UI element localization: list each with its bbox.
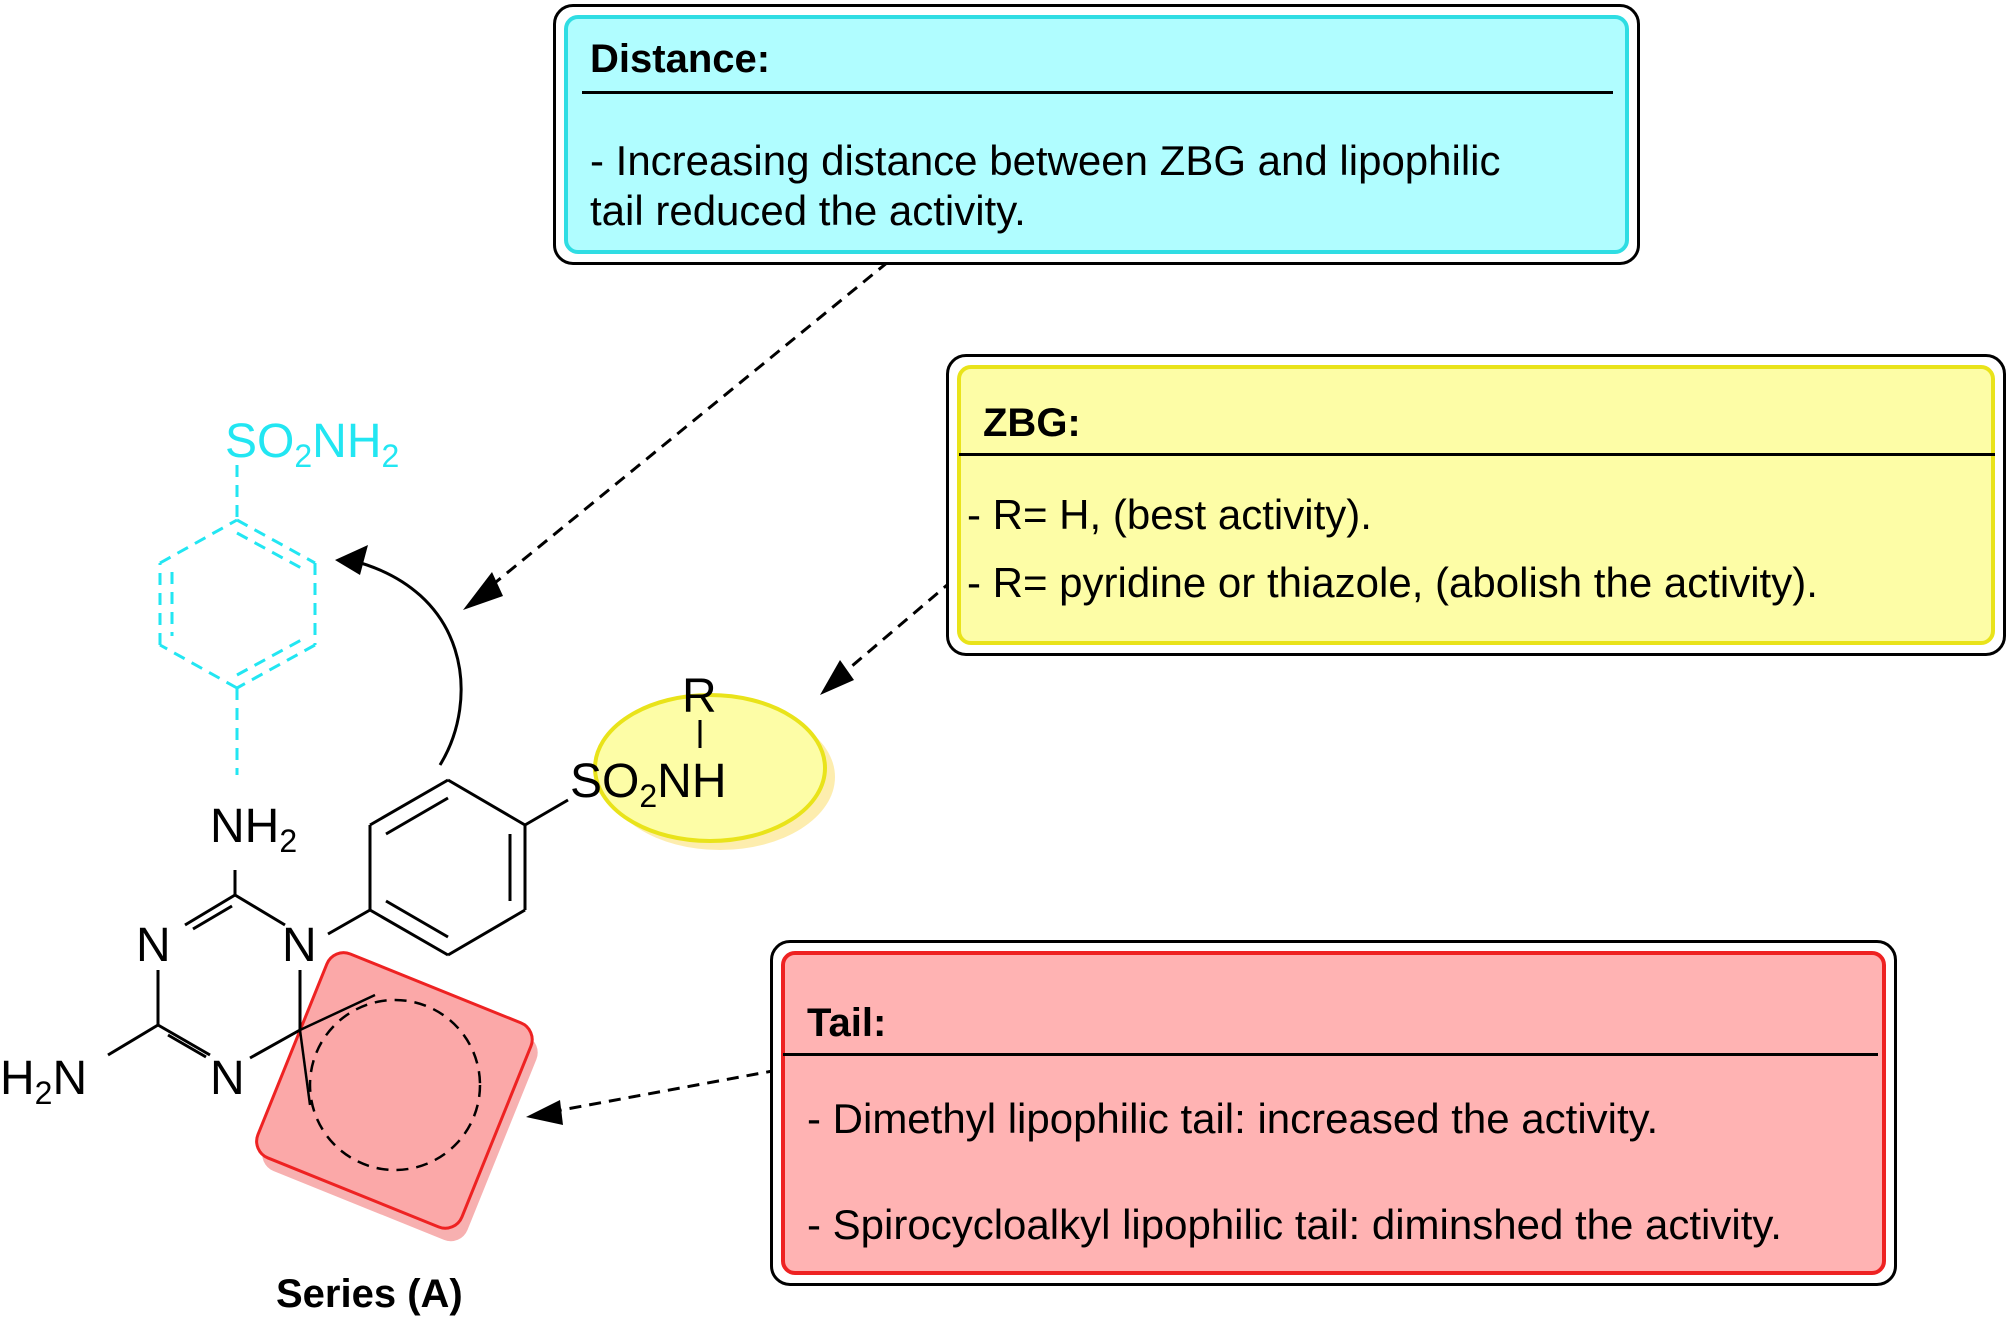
- zbg-box-panel: [957, 365, 1995, 645]
- zbg-line-2: - R= pyridine or thiazole, (abolish the …: [967, 559, 1818, 606]
- tail-box-panel: [781, 951, 1886, 1275]
- triazine-n-left: N: [136, 919, 171, 972]
- zbg-sulfonamide-label: SO2NH: [570, 755, 727, 814]
- distance-arrowhead: [463, 572, 503, 610]
- triazine-n-bottom: N: [210, 1052, 245, 1105]
- amine-top-label: NH2: [210, 800, 298, 859]
- distance-divider: [582, 91, 1613, 94]
- distance-line-1: - Increasing distance between ZBG and li…: [590, 137, 1501, 184]
- spiro-ring: [308, 998, 482, 1172]
- cyan-benzene: [158, 465, 317, 775]
- triazine-n-right: N: [282, 919, 317, 972]
- series-label: Series (A): [276, 1272, 463, 1316]
- zbg-title: ZBG:: [983, 401, 1081, 445]
- zbg-divider: [959, 453, 1995, 456]
- curved-arrow: [349, 558, 463, 766]
- curved-arrowhead: [335, 545, 368, 575]
- tail-arrowhead: [526, 1100, 563, 1125]
- triazine-ring: [107, 870, 302, 1060]
- spiro-bonds: [298, 993, 376, 1106]
- tail-box: Tail: - Dimethyl lipophilic tail: increa…: [770, 940, 1897, 1286]
- tail-line-2: - Spirocycloalkyl lipophilic tail: dimin…: [807, 1201, 1782, 1248]
- distance-box: Distance: - Increasing distance between …: [553, 4, 1640, 265]
- zbg-ellipse: [593, 693, 827, 843]
- distance-title: Distance:: [590, 37, 771, 81]
- distance-line-2: tail reduced the activity.: [590, 187, 1026, 234]
- distance-box-panel: [564, 15, 1629, 254]
- tail-title: Tail:: [807, 1001, 887, 1045]
- zbg-box: ZBG: - R= H, (best activity). - R= pyrid…: [946, 354, 2006, 656]
- black-benzene: [327, 720, 702, 957]
- tail-line-1: - Dimethyl lipophilic tail: increased th…: [807, 1095, 1659, 1142]
- zbg-line-1: - R= H, (best activity).: [967, 491, 1372, 538]
- zbg-arrowhead: [820, 660, 854, 695]
- dashed-arrows: [479, 260, 954, 1115]
- zbg-r-label: R: [682, 670, 717, 723]
- tail-divider: [783, 1053, 1878, 1056]
- cyan-sulfonamide-label: SO2NH2: [225, 415, 400, 474]
- amine-left-label: H2N: [0, 1052, 88, 1111]
- tail-highlight: [255, 951, 538, 1242]
